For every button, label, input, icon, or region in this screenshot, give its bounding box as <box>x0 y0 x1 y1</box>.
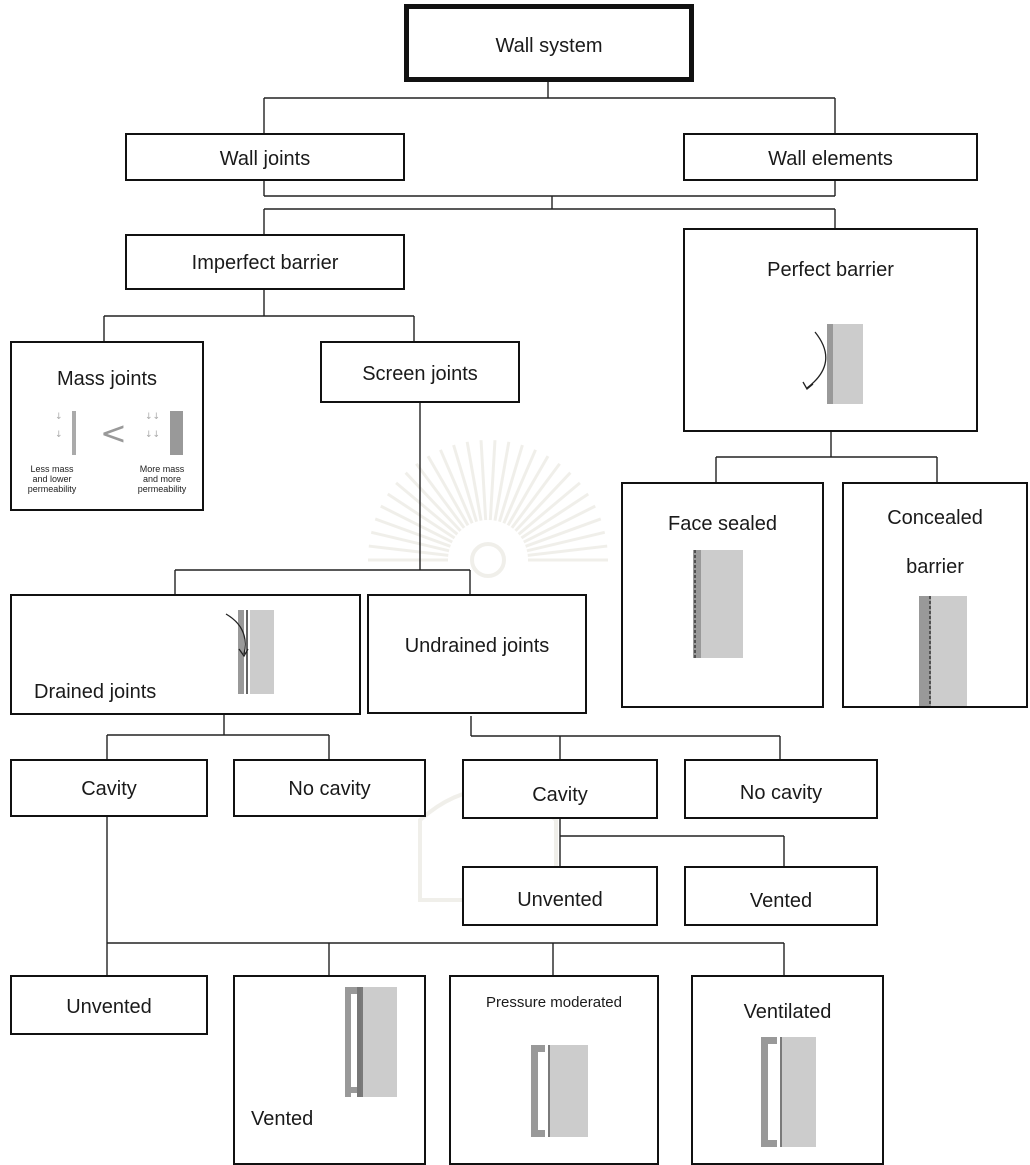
watermark-ray <box>526 530 606 553</box>
node-undrained-joints-label: Undrained joints <box>404 635 550 657</box>
watermark-ray <box>452 444 478 523</box>
face-sealed-icon <box>693 550 743 658</box>
node-drained-unvented-label: Unvented <box>66 996 152 1018</box>
node-wall-system-label: Wall system <box>495 35 603 57</box>
watermark-ray <box>395 481 459 536</box>
node-drained-joints-label: Drained joints <box>34 681 157 703</box>
watermark-ray <box>465 441 483 521</box>
watermark-ray <box>404 471 462 532</box>
node-drained-no-cavity-label: No cavity <box>288 778 371 800</box>
vented-icon <box>345 987 397 1097</box>
node-drained-vented: Vented <box>233 975 426 1165</box>
watermark-ray <box>426 455 470 527</box>
watermark-ray <box>370 530 450 553</box>
mass-caption-right-line-2: and more <box>142 474 182 484</box>
watermark-ray <box>479 440 488 521</box>
watermark-ray <box>514 471 572 532</box>
node-concealed-barrier-label-1: Concealed <box>887 507 983 529</box>
node-undrained-no-cavity-label: No cavity <box>739 782 823 804</box>
watermark-ray <box>523 504 596 544</box>
mass-caption-right: More mass and more permeability <box>130 464 194 494</box>
svg-text:↓: ↓ <box>55 412 63 422</box>
node-concealed-barrier-label-2: barrier <box>906 556 964 578</box>
watermark-ray <box>368 544 449 557</box>
node-wall-joints-label: Wall joints <box>219 148 311 170</box>
watermark-ray <box>439 449 474 524</box>
node-undrained-vented: Vented <box>684 866 878 926</box>
watermark-ray <box>506 455 550 527</box>
svg-text:↓↓: ↓↓ <box>145 412 160 422</box>
node-imperfect-barrier: Imperfect barrier <box>125 234 405 290</box>
svg-text:↓: ↓ <box>55 430 63 440</box>
pressure-moderated-icon <box>531 1045 588 1137</box>
watermark-ray <box>525 517 602 548</box>
node-drained-vented-label: Vented <box>251 1108 314 1130</box>
mass-caption-left-line-2: and lower <box>32 474 72 484</box>
mass-joints-icon: ↓ ↓ < ↓↓ ↓↓ <box>55 411 183 455</box>
concealed-barrier-icon <box>919 596 967 706</box>
node-mass-joints: Mass joints ↓ ↓ < ↓↓ ↓↓ Less mass and lo… <box>10 341 204 511</box>
node-wall-elements-label: Wall elements <box>768 148 893 170</box>
node-drained-no-cavity: No cavity <box>233 759 426 817</box>
perfect-barrier-icon <box>802 324 863 404</box>
node-undrained-vented-label: Vented <box>749 890 813 912</box>
node-undrained-unvented-label: Unvented <box>517 889 603 911</box>
node-undrained-joints: Undrained joints <box>367 594 587 714</box>
mass-caption-left-line-1: Less mass <box>30 464 74 474</box>
watermark-ray <box>502 449 537 524</box>
node-perfect-barrier: Perfect barrier <box>683 228 978 432</box>
watermark-ray <box>517 481 581 536</box>
drained-joints-icon <box>225 610 274 694</box>
node-wall-elements: Wall elements <box>683 133 978 181</box>
node-pressure-moderated-label: Pressure moderated <box>486 994 622 1011</box>
mass-caption-left-line-3: permeability <box>27 484 77 494</box>
node-screen-joints-label: Screen joints <box>362 363 478 385</box>
node-concealed-barrier: Concealed barrier <box>842 482 1028 708</box>
watermark-ray <box>493 441 511 521</box>
mass-caption-right-line-1: More mass <box>139 464 185 474</box>
node-face-sealed: Face sealed <box>621 482 824 708</box>
svg-text:↓↓: ↓↓ <box>145 430 160 440</box>
node-undrained-no-cavity: No cavity <box>684 759 878 819</box>
watermark-ray <box>527 544 608 557</box>
mass-caption-right-line-3: permeability <box>137 484 187 494</box>
node-pressure-moderated: Pressure moderated <box>449 975 659 1165</box>
watermark-ray <box>498 444 524 523</box>
node-wall-joints: Wall joints <box>125 133 405 181</box>
node-undrained-cavity: Cavity <box>462 759 658 819</box>
watermark-ray <box>374 517 451 548</box>
watermark-ray <box>386 492 456 540</box>
watermark-ray <box>488 440 497 521</box>
node-undrained-unvented: Unvented <box>462 866 658 926</box>
node-face-sealed-label: Face sealed <box>668 513 777 535</box>
svg-text:<: < <box>100 414 127 452</box>
node-mass-joints-label: Mass joints <box>56 368 158 390</box>
node-imperfect-barrier-label: Imperfect barrier <box>191 252 339 274</box>
node-undrained-cavity-label: Cavity <box>532 784 588 806</box>
node-ventilated: Ventilated <box>691 975 884 1165</box>
node-drained-cavity-label: Cavity <box>81 778 137 800</box>
node-perfect-barrier-label: Perfect barrier <box>767 259 894 281</box>
node-wall-system: Wall system <box>404 4 694 82</box>
watermark-ray <box>510 462 561 529</box>
mass-caption-left: Less mass and lower permeability <box>22 464 82 494</box>
ventilated-icon <box>761 1037 816 1147</box>
watermark-ray <box>520 492 590 540</box>
node-drained-cavity: Cavity <box>10 759 208 817</box>
node-ventilated-label: Ventilated <box>743 1001 832 1023</box>
node-drained-unvented: Unvented <box>10 975 208 1035</box>
node-screen-joints: Screen joints <box>320 341 520 403</box>
watermark-ray <box>380 504 453 544</box>
node-drained-joints: Drained joints <box>10 594 361 715</box>
watermark-ray <box>415 462 466 529</box>
